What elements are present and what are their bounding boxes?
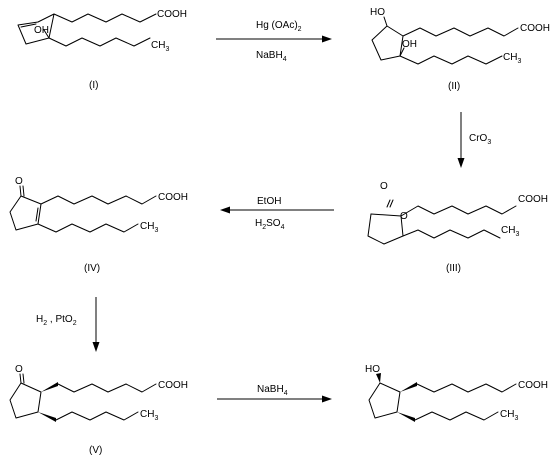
compound-3-acid: COOH [518,194,548,205]
reaction-arrow-5: NaBH4 [217,384,332,403]
compound-6-acid: COOH [518,380,548,391]
compound-6-bonds [368,382,517,421]
reaction-2-reagent: CrO3 [469,133,491,146]
compound-1: COOH OH CH3 (I) [17,9,187,91]
compound-2-label: (II) [448,81,460,92]
compound-5-wedge-bond-2 [38,412,56,422]
compound-1-methyl: CH3 [151,40,169,53]
compound-5-methyl-subscript: 3 [154,415,158,422]
compound-3-bonds [367,199,517,245]
compound-2: HO OH COOH CH3 (II) [370,7,550,92]
compound-1-bonds [17,13,157,47]
compound-4: O COOH CH3 (IV) [9,176,188,274]
compound-1-hydroxyl: OH [34,25,49,36]
reaction-3-reagent-bottom: H2SO4 [255,218,285,231]
reaction-3-reagent-bottom-so: SO [266,218,281,229]
compound-4-methyl-ch: CH [140,221,154,232]
compound-5-acid: COOH [158,380,188,391]
reaction-1-reagent-top-main: Hg (OAc) [256,20,298,31]
compound-2-methyl-subscript: 3 [517,58,521,65]
reaction-2-reagent-subscript: 3 [487,139,491,146]
compound-3-oxo-a: O [380,181,388,192]
reaction-arrow-1: Hg (OAc)2 NaBH4 [216,20,332,63]
compound-4-bonds [9,185,157,233]
compound-6-wedge-bond-hydroxyl [376,373,381,383]
compound-5-methyl: CH3 [140,409,158,422]
compound-5-methyl-ch: CH [140,409,154,420]
reaction-4-reagent-subscript-2: 2 [73,320,77,327]
compound-6-wedge-bond-1 [400,382,417,392]
reaction-arrow-4: H2 , PtO2 [36,297,100,352]
reaction-5-reagent: NaBH4 [257,384,288,397]
compound-5: O COOH CH3 (V) [9,364,188,456]
reaction-3-reagent-bottom-h: H [255,218,262,229]
compound-6: HO COOH CH3 [365,364,548,422]
compound-6-wedge-bond-2 [397,412,415,422]
reaction-5-reagent-main: NaBH [257,384,284,395]
compound-6-methyl-ch: CH [500,409,514,420]
compound-1-acid: COOH [157,9,187,20]
reaction-1-reagent-bottom-subscript: 4 [283,56,287,63]
reaction-arrow-2: CrO3 [457,112,491,168]
reaction-1-reagent-top-subscript: 2 [298,26,302,33]
compound-2-methyl-ch: CH [503,52,517,63]
compound-3-label: (III) [446,263,461,274]
reaction-2-reagent-main: CrO [469,133,488,144]
reaction-4-reagent-subscript-1: 2 [43,320,47,327]
compound-6-methyl-subscript: 3 [514,415,518,422]
compound-4-methyl: CH3 [140,221,158,234]
compound-3-oxo-b: O [400,211,408,222]
compound-5-wedge-bond-1 [41,382,58,392]
reaction-4-reagent: H2 , PtO2 [36,314,77,327]
compound-5-label: (V) [89,445,102,456]
reaction-1-reagent-bottom: NaBH4 [256,50,287,63]
reaction-3-reagent-bottom-subscript-1: 2 [262,224,266,231]
reaction-1-reagent-top: Hg (OAc)2 [256,20,302,33]
compound-1-methyl-ch: CH [151,40,165,51]
compound-1-methyl-subscript: 3 [165,46,169,53]
reaction-4-reagent-pto: , PtO [47,314,73,325]
compound-3-methyl: CH3 [501,225,519,238]
compound-5-oxo: O [15,364,23,375]
compound-3: O O COOH CH3 (III) [367,181,548,274]
reaction-3-reagent-bottom-subscript-2: 4 [281,224,285,231]
reaction-4-reagent-h: H [36,314,43,325]
compound-6-hydroxyl: HO [365,364,380,375]
compound-3-methyl-subscript: 3 [515,231,519,238]
reaction-3-reagent-top: EtOH [257,196,281,207]
reaction-5-reagent-subscript: 4 [284,390,288,397]
compound-4-oxo: O [15,176,23,187]
reaction-1-reagent-bottom-main: NaBH [256,50,283,61]
compound-2-hydroxyl-b: OH [402,39,417,50]
compound-2-acid: COOH [520,23,550,34]
compound-1-label: (I) [89,80,98,91]
compound-3-methyl-ch: CH [501,225,515,236]
compound-2-methyl: CH3 [503,52,521,65]
compound-4-label: (IV) [84,263,100,274]
compound-2-bonds [371,16,519,65]
compound-2-hydroxyl-a: HO [370,7,385,18]
compound-4-methyl-subscript: 3 [154,227,158,234]
reaction-arrow-3: EtOH H2SO4 [220,196,334,231]
compound-4-acid: COOH [158,192,188,203]
compound-6-methyl: CH3 [500,409,518,422]
compound-5-bonds [9,373,157,421]
